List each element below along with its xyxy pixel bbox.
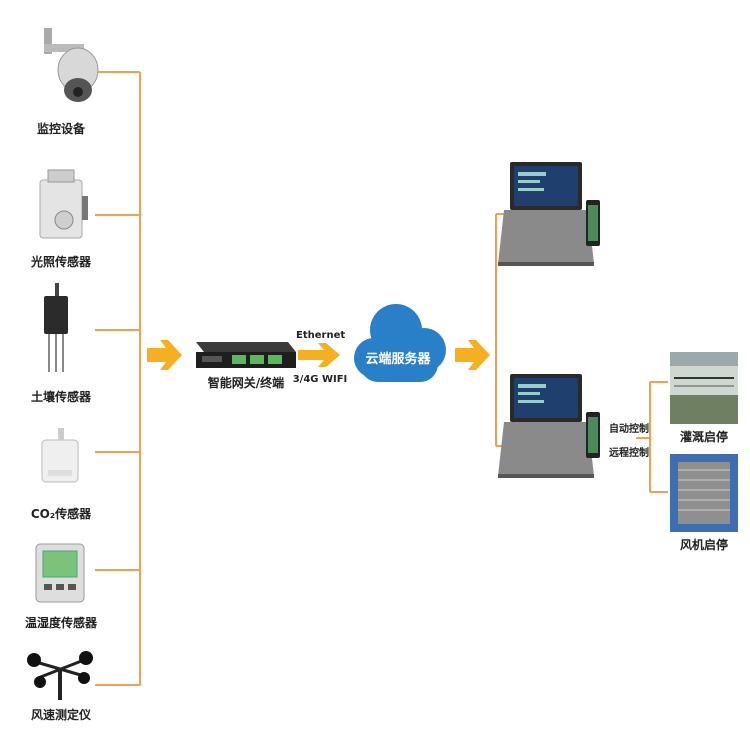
sensor-label: 土壤传感器	[30, 390, 91, 404]
fan-icon	[670, 454, 738, 532]
sensor-label: 风速测定仪	[30, 708, 91, 722]
output-label: 灌溉启停	[679, 430, 728, 444]
cloud-label: 云端服务器	[365, 352, 431, 367]
sensor-label: 监控设备	[36, 122, 85, 136]
cloud-icon	[354, 304, 446, 382]
link-wireless-label: 3/4G WIFI	[292, 374, 348, 385]
camera-icon	[44, 28, 99, 102]
sensor-label: 光照传感器	[30, 255, 91, 269]
sensor-bus	[95, 71, 141, 686]
anemometer-icon	[27, 651, 93, 700]
laptop-phone-icon	[498, 162, 600, 266]
soil-sensor-icon	[44, 283, 68, 372]
light-sensor-icon	[39, 169, 88, 239]
output-label: 风机启停	[679, 538, 728, 552]
sensor-label: 温湿度传感器	[24, 616, 97, 630]
irrigation-icon	[670, 352, 738, 424]
sensor-label: CO₂传感器	[30, 507, 92, 521]
laptop-phone-icon	[498, 374, 600, 478]
gateway-icon	[196, 342, 296, 368]
network-link-arrow	[298, 343, 340, 367]
control-auto-label: 自动控制	[609, 424, 649, 435]
client-bus	[495, 213, 668, 493]
link-ethernet-label: Ethernet	[296, 330, 346, 341]
humidity-sensor-icon	[35, 543, 85, 603]
gateway-label: 智能网关/终端	[207, 376, 285, 390]
co2-sensor-icon	[41, 428, 79, 483]
arrow-to-clients	[455, 340, 490, 370]
control-remote-label: 远程控制	[609, 448, 649, 459]
arrow-to-gateway	[147, 340, 182, 370]
